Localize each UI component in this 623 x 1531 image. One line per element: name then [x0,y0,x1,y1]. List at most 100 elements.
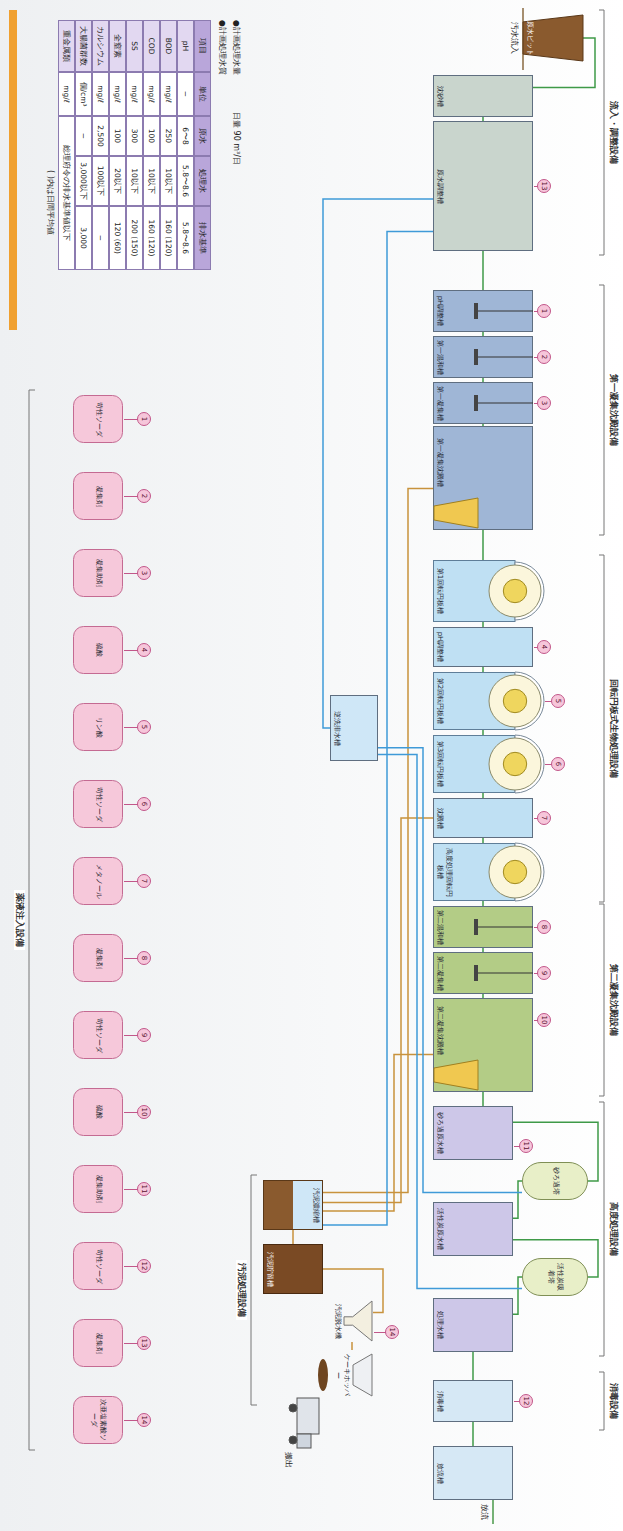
table-cell: COD [143,20,160,72]
chemical-tank: 硫酸 [73,626,123,674]
node-label: 活性炭原水槽 [436,1208,444,1250]
table-cell: 全窒素 [109,20,126,72]
node-label: 汚泥貯留槽 [266,1252,274,1287]
tank-outline [434,907,533,948]
tank-outline [331,696,378,761]
table-cell: 個/cm³ [75,72,92,116]
table-cell: BOD [160,20,177,72]
cake-hopper: ケーキホッパー [331,1350,373,1400]
node-outline [433,426,533,530]
mixer-paddle [474,395,478,411]
table-cell: 100以下 [92,156,109,206]
pipe-connector [482,117,484,121]
section-heading: 汚泥処理設備 [236,1260,247,1320]
pipe-connector [482,622,484,627]
node-outline [433,1202,513,1256]
chemical-tank: 苛性ソーダ [73,1011,123,1059]
tank-outline [74,935,123,982]
node-label: 放流槽 [436,1463,444,1484]
chemical-tank: 苛性ソーダ [73,780,123,828]
sludge-tank: 汚泥貯留槽 [263,1244,323,1294]
disc-hub [503,860,526,883]
table-cell: − [75,116,92,156]
pipe-connector [323,1269,383,1313]
tank-outline [264,1245,323,1294]
callout-number: 11 [519,1139,533,1153]
node-label: 凝集助剤 [94,559,102,587]
node-outline [433,121,533,251]
callout-number: 11 [137,1182,151,1196]
table-cell: 重金属類 [58,20,75,72]
tank-outline [434,383,533,424]
chemical-tank: 凝集助剤 [73,549,123,597]
pipe-connector [482,793,484,798]
chemical-tank: メタノール [73,857,123,905]
callout-number: 5 [551,694,565,708]
node-outline [433,1380,513,1422]
callout-number: 7 [137,874,151,888]
node-outline [433,627,533,667]
cake-pile [318,1359,328,1391]
pipe-connector [482,948,484,952]
node-label: 凝集剤 [94,1333,102,1354]
tank-outline [74,858,123,905]
table-cell: 250 [160,116,177,156]
table-cell: 原水 [194,116,211,156]
node-label: 第一凝集槽 [436,386,444,421]
node-outline [433,672,563,730]
node-outline [433,1446,513,1500]
table-cell: pH [177,20,194,72]
rotating-disc-tank: 第3回転円板槽 [433,735,563,793]
tank-box: 沈砂槽 [433,75,533,117]
tank-box: 活性炭原水槽 [433,1202,513,1256]
chemical-tank: 凝集剤 [73,1319,123,1367]
tank-outline [434,291,533,332]
callout-number: 3 [137,566,151,580]
node-label: 原水調整槽 [436,169,444,204]
pipe-connector [482,332,484,336]
node-label: 第2回転円板槽 [436,678,444,724]
callout-number: 5 [137,720,151,734]
pipe-connector [482,1092,484,1106]
table-cell: mg/ℓ [109,72,126,116]
node-label: 砂ろ過塔 [551,1167,559,1195]
table-cell: 300 [126,116,143,156]
mixer-shaft [478,357,533,358]
orange-bar [9,10,17,330]
node-outline [433,906,533,948]
tank-outline [434,1203,513,1256]
tank-outline [434,1299,513,1352]
hopper-outline [353,1354,372,1396]
tank-outline [264,1181,323,1230]
callout-number: 10 [137,1105,151,1119]
tank-outline [74,1089,123,1136]
node-label: 処理水槽 [436,1311,444,1339]
sludge-hopper [434,498,478,528]
tank-box: 放流槽 [433,1446,513,1500]
table-cell: 単位 [194,72,211,116]
disc-hub [503,752,526,775]
tank-box: 原水調整槽 [433,121,533,251]
tower-outline [523,1163,588,1200]
tank-outline [434,1107,513,1160]
mixer-paddle [474,965,478,981]
tank-outline [74,781,123,828]
node-label: 活性炭吸着塔 [547,1260,564,1294]
table-cell: 100 [109,116,126,156]
tank-outline [74,627,123,674]
mixer-shaft [478,927,533,928]
callout-number: 4 [537,640,551,654]
callout-number: 9 [537,966,551,980]
tank-outline [434,799,533,838]
table-cell: 20以下 [109,156,126,206]
pipe-connector [292,1230,294,1244]
tank-outline [74,550,123,597]
callout-number: 6 [137,797,151,811]
callout-number: 8 [537,920,551,934]
section-heading: 薬液注入設備 [14,890,25,950]
node-label: 汚泥脱水機 [334,1304,342,1339]
chemical-tank: 凝集助剤 [73,1165,123,1213]
node-label: pH調整槽 [436,296,444,327]
tank-box: 第一凝集槽 [433,382,533,424]
